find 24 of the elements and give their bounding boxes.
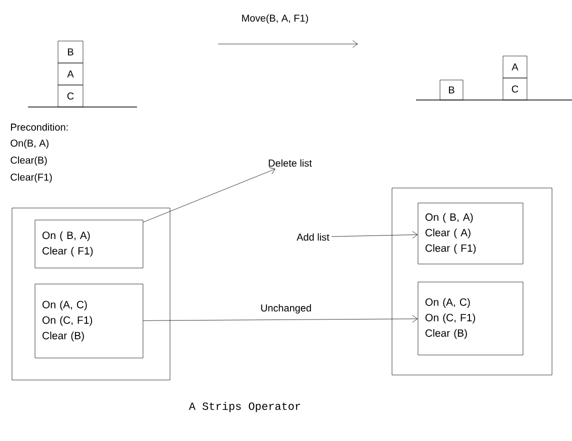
caption: A Strips Operator [188,402,300,412]
state-box [12,208,170,380]
block-box: B [440,80,464,100]
action-label: Move(B, A, F1) [242,14,308,24]
state-box [392,188,552,376]
list-label: Delete list [268,159,312,167]
arrow [143,315,418,323]
arrow [143,167,276,222]
block-box: C [502,78,528,100]
condition-box: On ( B, A) Clear ( A) Clear ( F1) [418,202,524,264]
precondition-text: Clear(F1) [10,173,52,183]
block-box: B [58,40,84,64]
block-box: C [58,84,84,108]
condition-box: On (A, C) On (C, F1) Clear (B) [34,284,144,358]
edge-label: Unchanged [259,303,313,314]
condition-box: On (A, C) On (C, F1) Clear (B) [418,282,524,356]
precondition-text: Clear(B) [10,156,47,166]
block-box: A [502,56,528,78]
list-label: Add list [296,233,330,241]
precondition-text: On(B, A) [10,139,48,149]
block-box: A [58,62,84,86]
arrow [331,231,418,238]
precondition-heading: Precondition: [11,123,68,131]
condition-box: On ( B, A) Clear ( F1) [34,220,144,268]
